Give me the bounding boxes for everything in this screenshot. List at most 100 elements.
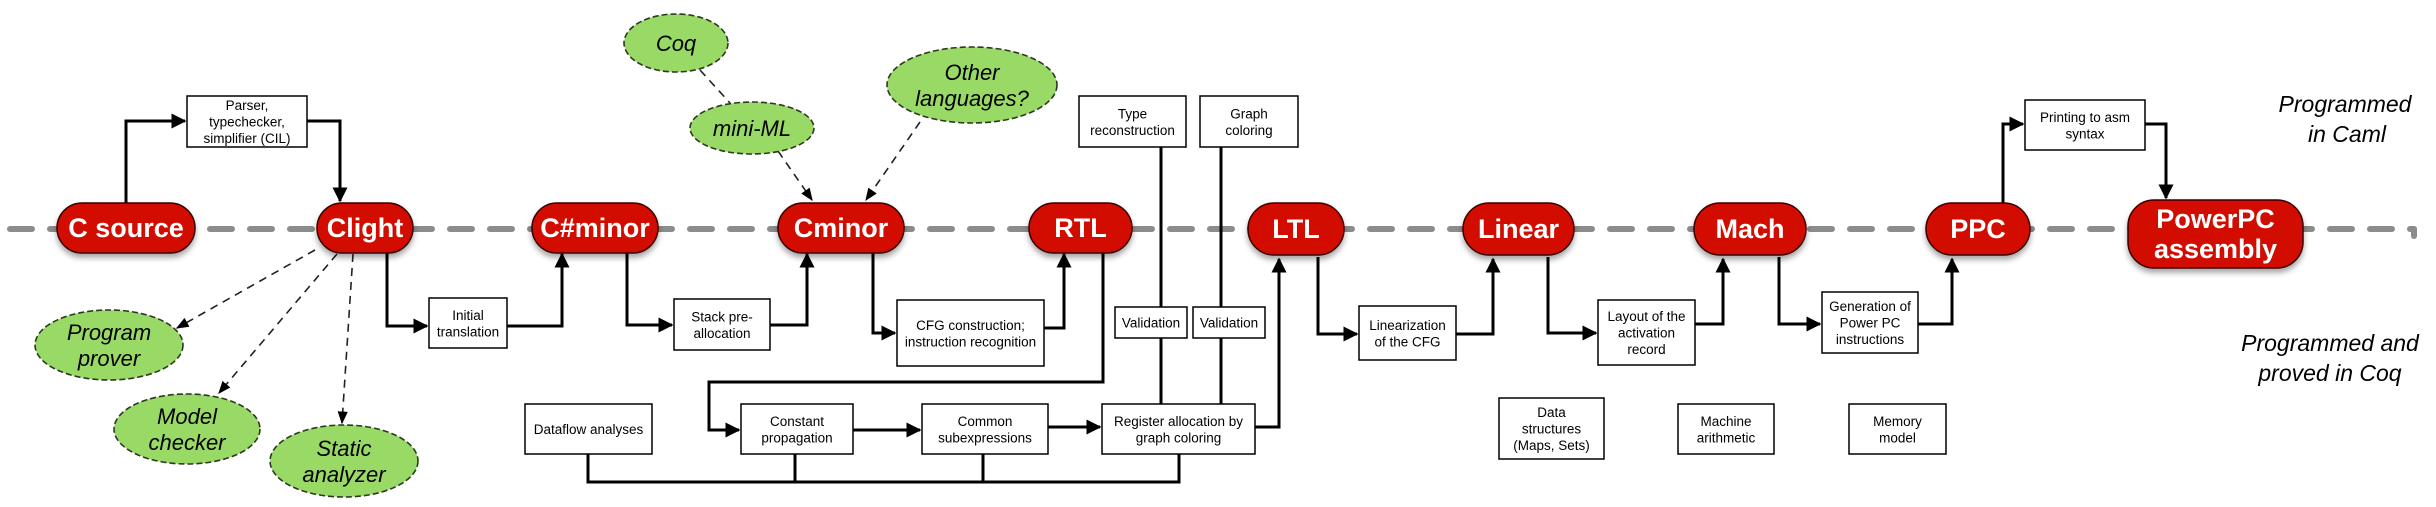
pass-cfg-construction[interactable]: CFG construction;instruction recognition: [896, 299, 1045, 367]
legend-coq-line-2: proved in Coq: [2257, 360, 2401, 386]
dashed-clight-analyzer: [337, 253, 354, 425]
stage-clight[interactable]: Clight: [316, 202, 414, 254]
wire-cminor-cfg: [871, 253, 897, 341]
tool-ellipse-shape: [623, 13, 729, 73]
stage-cminor[interactable]: Cminor: [777, 202, 905, 254]
tool-label: Model: [157, 404, 218, 429]
pass-box-shape: [1848, 403, 1947, 455]
pass-label: Memory: [1873, 414, 1922, 429]
legend: Programmed in Caml Programmed and proved…: [2241, 91, 2420, 386]
pass-label: Common: [958, 414, 1013, 429]
pass-validation-1[interactable]: Validation: [1114, 306, 1188, 339]
tool-label: languages?: [915, 86, 1030, 111]
pass-box-shape: [740, 403, 854, 455]
tool-ellipse-shape: [269, 424, 419, 498]
pass-box-shape: [428, 297, 508, 349]
stage-pill-shape: [1925, 202, 2031, 256]
tool-mini-ml[interactable]: mini-ML: [689, 101, 815, 155]
stage-rtl[interactable]: RTL: [1028, 202, 1133, 254]
tool-ellipse-shape: [689, 101, 815, 155]
stages: C source Clight C#minor Cminor RTL LTL L…: [56, 199, 2304, 269]
stage-csharpminor[interactable]: C#minor: [531, 202, 659, 254]
stage-label: PPC: [1950, 214, 2006, 244]
wire-csharpminor-stack: [625, 253, 674, 333]
dashed-arrows: [175, 69, 921, 425]
pass-label: activation: [1618, 326, 1675, 341]
pass-label: Generation of: [1829, 299, 1911, 314]
stage-pill-shape: [56, 202, 196, 254]
wire-mach-generation: [1777, 257, 1822, 332]
stage-label: PowerPC: [2156, 204, 2275, 234]
pass-label: reconstruction: [1090, 123, 1175, 138]
pass-label: Validation: [1122, 316, 1180, 331]
pass-box-shape: [1597, 299, 1696, 366]
pass-box-shape: [186, 95, 308, 148]
stage-label: Linear: [1478, 214, 1560, 244]
stage-label: Clight: [327, 213, 403, 243]
stage-ppc[interactable]: PPC: [1925, 202, 2031, 256]
stage-ltl[interactable]: LTL: [1247, 202, 1345, 256]
tool-label: Program: [67, 320, 151, 345]
stage-pill-shape: [1247, 202, 1345, 256]
pass-box-shape: [524, 403, 653, 455]
stage-pill-shape: [316, 202, 414, 254]
pass-dataflow-analyses[interactable]: Dataflow analyses: [524, 403, 653, 455]
passes: Parser,typechecker,simplifier (CIL) Init…: [186, 95, 2146, 460]
pass-label: of the CFG: [1374, 334, 1440, 349]
pass-label: translation: [437, 324, 499, 339]
dashed-clight-prover: [175, 249, 316, 329]
pass-box-shape: [1114, 306, 1188, 339]
pass-label: arithmetic: [1697, 430, 1756, 445]
pass-box-shape: [1821, 291, 1919, 354]
pass-label: (Maps, Sets): [1513, 438, 1590, 453]
wire-layout-mach: [1695, 257, 1731, 326]
pass-stack-preallocation[interactable]: Stack pre-allocation: [673, 298, 771, 351]
tool-label: Static: [316, 436, 371, 461]
pass-box-shape: [1677, 403, 1775, 455]
pass-label: record: [1627, 342, 1665, 357]
stage-mach[interactable]: Mach: [1693, 202, 1807, 256]
tool-label: prover: [77, 346, 142, 371]
tool-ellipse-shape: [886, 46, 1058, 124]
wires: [124, 113, 2174, 484]
pass-label: coloring: [1225, 123, 1272, 138]
pass-label: instructions: [1836, 332, 1905, 347]
tool-label: Coq: [656, 31, 697, 56]
tool-coq[interactable]: Coq: [623, 13, 729, 73]
pass-box-shape: [1358, 305, 1457, 361]
stage-linear[interactable]: Linear: [1462, 202, 1575, 256]
pass-parser[interactable]: Parser,typechecker,simplifier (CIL): [186, 95, 308, 148]
wire-ppc-printing: [2001, 116, 2025, 204]
dashed-miniml-cminor: [777, 150, 813, 202]
stage-label: assembly: [2154, 234, 2277, 264]
pass-label: typechecker,: [209, 115, 285, 130]
legend-coq-line-1: Programmed and: [2241, 330, 2420, 356]
wire-printing-asm: [2145, 122, 2174, 200]
pass-label: Register allocation by: [1114, 414, 1243, 429]
tool-label: analyzer: [302, 462, 387, 487]
wire-ltl-linearization: [1316, 257, 1359, 342]
pass-validation-2[interactable]: Validation: [1192, 306, 1266, 339]
pass-box-shape: [1199, 95, 1299, 148]
stage-c-source[interactable]: C source: [56, 202, 196, 254]
pass-box-shape: [921, 403, 1049, 455]
